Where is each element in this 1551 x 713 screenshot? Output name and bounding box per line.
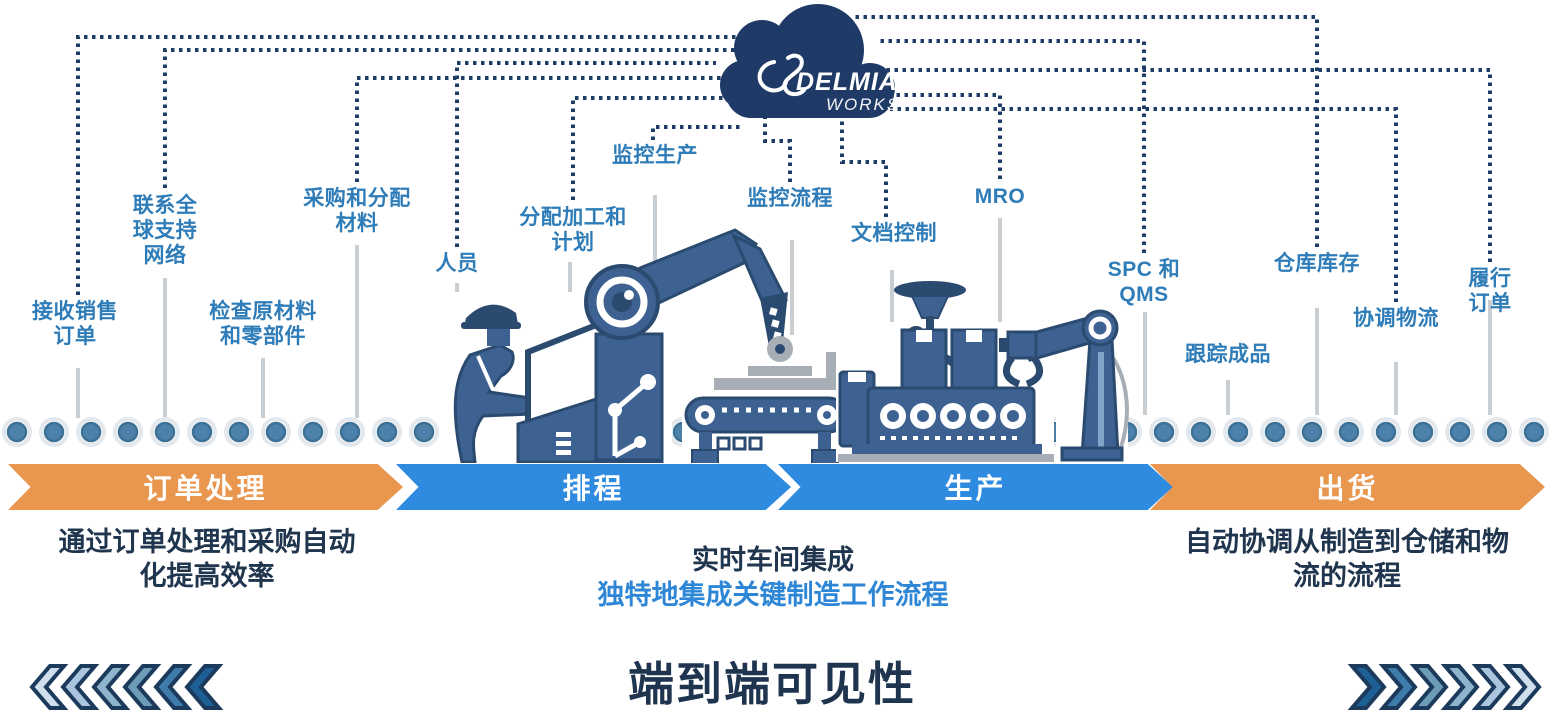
conveyor-dot xyxy=(339,421,361,443)
control-console-illustration xyxy=(516,317,664,463)
chevron-icon xyxy=(153,664,193,710)
caption-shipping: 自动协调从制造到仓储和物 流的流程 xyxy=(1185,527,1509,591)
callout-mro: MRO xyxy=(974,185,1026,208)
callout-track-finished-goods: 跟踪成品 xyxy=(1185,343,1271,366)
connector-personnel xyxy=(455,61,716,247)
conveyor-item xyxy=(714,336,838,390)
callout-spc-qms: SPC 和 QMS xyxy=(1107,258,1181,306)
caption-shopfloor-line1: 实时车间集成 xyxy=(692,545,854,575)
stage-label: 生产 xyxy=(944,473,1007,504)
chevron-icon xyxy=(1409,664,1449,710)
conveyor-dot xyxy=(1264,421,1286,443)
callout-global-support-network: 联系全 球支持 网络 xyxy=(132,194,198,267)
chevron-icon xyxy=(1440,664,1480,710)
hard-hat-icon xyxy=(464,304,518,327)
conveyor-dot xyxy=(6,421,28,443)
connector-assign-jobs xyxy=(571,96,757,200)
connector-monitor-production xyxy=(651,125,742,140)
conveyor-dot xyxy=(1190,421,1212,443)
chevrons-right-icon xyxy=(1347,664,1542,710)
stage-banner-shipping: 出货 xyxy=(1150,464,1545,510)
conveyor-dot xyxy=(1338,421,1360,443)
conveyor-dot xyxy=(1301,421,1323,443)
conveyor-dot xyxy=(1412,421,1434,443)
callout-personnel: 人员 xyxy=(435,252,479,275)
callout-warehouse-inventory: 仓库库存 xyxy=(1274,252,1360,275)
connector-warehouse-inventory xyxy=(852,15,1319,247)
callout-coordinate-logistics: 协调物流 xyxy=(1353,307,1439,330)
stage-label: 订单处理 xyxy=(143,473,268,504)
chevron-icon xyxy=(122,664,162,710)
stage-label: 出货 xyxy=(1316,473,1379,504)
delmia-works-cloud-logo: DELMIA WORKS xyxy=(720,4,900,118)
chevron-icon xyxy=(1502,664,1542,710)
conveyor-dot xyxy=(154,421,176,443)
callout-monitor-process: 监控流程 xyxy=(747,187,833,210)
robot-arm-icon xyxy=(584,228,789,352)
3ds-swirl-icon xyxy=(757,53,806,97)
callout-receive-sales-orders: 接收销售 订单 xyxy=(32,300,118,348)
stage-label: 排程 xyxy=(562,473,625,504)
caption-shopfloor-line2: 独特地集成关键制造工作流程 xyxy=(597,580,949,610)
factory-illustration xyxy=(440,228,1129,463)
chevron-icon xyxy=(1347,664,1387,710)
conveyor-dot xyxy=(1227,421,1249,443)
stage-banner-scheduling: 排程 xyxy=(396,464,791,510)
conveyor-dot xyxy=(265,421,287,443)
connector-receive-sales-orders xyxy=(76,35,745,295)
conveyor-dot xyxy=(191,421,213,443)
chevrons-left-icon xyxy=(29,664,224,710)
callout-fulfill-orders: 履行订单 xyxy=(1468,267,1512,315)
connector-procure-materials xyxy=(355,76,722,182)
stage-banner-order-processing: 订单处理 xyxy=(8,464,403,510)
conveyor-dot xyxy=(228,421,250,443)
callout-document-control: 文档控制 xyxy=(851,222,937,245)
chevron-icon xyxy=(60,664,100,710)
conveyor-dot xyxy=(302,421,324,443)
connector-global-support xyxy=(163,48,735,188)
engine-machine-icon xyxy=(836,281,1054,462)
chevron-icon xyxy=(91,664,131,710)
cloud-brand-text: DELMIA xyxy=(796,68,898,96)
callout-assign-jobs-and-plan: 分配加工和 计划 xyxy=(519,206,627,254)
conveyor-dot xyxy=(117,421,139,443)
chevron-icon xyxy=(29,664,69,710)
gripper-claw-icon xyxy=(1002,355,1021,388)
conveyor-dot xyxy=(80,421,102,443)
connector-fulfill-orders xyxy=(884,68,1492,262)
chevron-icon xyxy=(1471,664,1511,710)
conveyor-dot xyxy=(1375,421,1397,443)
caption-order-processing: 通过订单处理和采购自动 化提高效率 xyxy=(58,527,356,591)
conveyor-dot xyxy=(1449,421,1471,443)
conveyor-dot xyxy=(1153,421,1175,443)
connector-document-control xyxy=(840,116,888,217)
chevron-icon xyxy=(1378,664,1418,710)
conveyor-belt-icon xyxy=(682,336,854,463)
conveyor-dot xyxy=(376,421,398,443)
conveyor-dot xyxy=(43,421,65,443)
gripper-robot-arm-icon xyxy=(999,300,1129,462)
footer-title: 端到端可见性 xyxy=(628,658,916,710)
conveyor-dot xyxy=(413,421,435,443)
conveyor-dot xyxy=(1486,421,1508,443)
engine-ports xyxy=(880,403,1026,429)
cloud-sub-text: WORKS xyxy=(826,95,900,114)
callout-monitor-production: 监控生产 xyxy=(612,144,698,167)
stage-banner-production: 生产 xyxy=(778,464,1173,510)
callout-inspect-raw-materials: 检查原材料 和零部件 xyxy=(209,300,317,348)
conveyor-dot xyxy=(1523,421,1545,443)
chevron-icon xyxy=(184,664,224,710)
connector-coordinate-logistics xyxy=(890,107,1398,302)
callout-procure-allocate-materials: 采购和分配 材料 xyxy=(303,187,411,235)
